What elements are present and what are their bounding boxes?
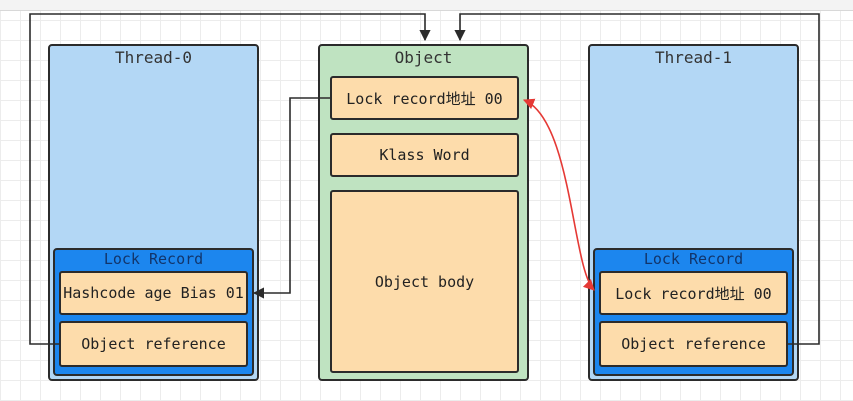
thread-0-title: Thread-0 bbox=[114, 48, 193, 67]
thread-0-reference-cell[interactable]: Object reference bbox=[59, 321, 248, 367]
object-body-text: Object body bbox=[374, 272, 475, 291]
object-mark-word-text: Lock record地址 00 bbox=[346, 89, 503, 108]
thread-0-reference-text: Object reference bbox=[81, 335, 226, 353]
thread-1-lock-record-title: Lock Record bbox=[643, 250, 744, 268]
object-body-cell[interactable]: Object body bbox=[330, 190, 519, 373]
thread-0-header-cell[interactable]: Hashcode age Bias 01 bbox=[59, 271, 248, 315]
object-title: Object bbox=[394, 48, 453, 67]
thread-1-title: Thread-1 bbox=[654, 48, 733, 67]
object-klass-word-text: Klass Word bbox=[379, 146, 470, 164]
thread-1-header-text: Lock record地址 00 bbox=[615, 284, 772, 303]
toolbar-strip bbox=[0, 0, 853, 11]
thread-0-header-text: Hashcode age Bias 01 bbox=[63, 284, 244, 302]
thread-0-lock-record-title: Lock Record bbox=[103, 250, 204, 268]
object-mark-word-cell[interactable]: Lock record地址 00 bbox=[330, 76, 519, 120]
thread-1-reference-cell[interactable]: Object reference bbox=[599, 321, 788, 367]
thread-1-reference-text: Object reference bbox=[621, 335, 766, 353]
object-klass-word-cell[interactable]: Klass Word bbox=[330, 133, 519, 177]
cas-exchange-arrow bbox=[522, 98, 595, 291]
thread-1-header-cell[interactable]: Lock record地址 00 bbox=[599, 271, 788, 315]
